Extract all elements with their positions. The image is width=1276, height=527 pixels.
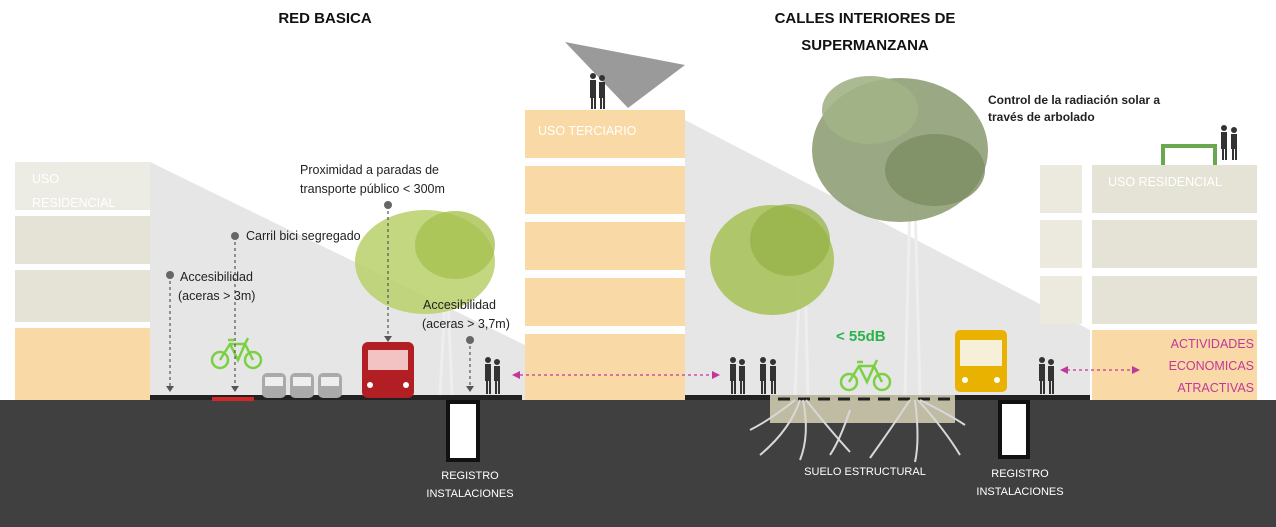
label-suelo-estructural: SUELO ESTRUCTURAL (804, 466, 926, 478)
left-shadow-wedge (150, 162, 525, 400)
label-registro-left-line1: REGISTRO (441, 470, 499, 482)
tree-icon (812, 76, 988, 396)
right-residential-building (1040, 144, 1257, 400)
leader-lines (169, 205, 471, 388)
annotation-solar-line1: Control de la radiación solar a (988, 93, 1161, 107)
noise-level-label: < 55dB (836, 328, 886, 345)
tree-roots (749, 399, 966, 463)
heading-red-basica: RED BASICA (278, 10, 372, 27)
leader-arrowheads (166, 336, 474, 392)
car-icon (290, 373, 314, 398)
tree-icon (710, 204, 834, 396)
bus-icon (362, 342, 414, 398)
utility-duct-left (446, 400, 480, 462)
label-left-use-2: RESIDENCIAL (32, 196, 116, 210)
annotation-proximity-line2: transporte público < 300m (300, 182, 445, 196)
annotation-access2-line2: (aceras > 3,7m) (422, 317, 510, 331)
heading-calles-interiores-line2: SUPERMANZANA (801, 37, 929, 54)
heading-calles-interiores-line1: CALLES INTERIORES DE (774, 10, 956, 27)
pedestrian-icon (730, 357, 776, 394)
pedestrian-icon (1221, 125, 1237, 160)
bike-lane-strip (212, 397, 254, 401)
leader-dots (166, 201, 474, 344)
label-left-use: USO (32, 172, 60, 186)
label-right-use: USO RESIDENCIAL (1108, 175, 1222, 189)
left-residential-building (15, 162, 150, 400)
annotation-solar-line2: través de arbolado (988, 110, 1095, 124)
activities-line1: ACTIVIDADES (1170, 337, 1254, 351)
activities-line2: ECONOMICAS (1168, 359, 1254, 373)
pedestrian-icon (590, 73, 605, 109)
annotation-access1-line1: Accesibilidad (180, 270, 253, 284)
car-icon (262, 373, 286, 398)
connection-arrowheads (512, 366, 1140, 379)
pedestrian-icon (485, 357, 500, 394)
annotation-access1-line2: (aceras > 3m) (178, 289, 256, 303)
label-registro-right-line1: REGISTRO (991, 468, 1049, 480)
bicycle-icon (210, 337, 263, 370)
utility-duct-right (998, 400, 1030, 459)
pedestrian-icon (1039, 357, 1054, 394)
annotation-proximity-line1: Proximidad a paradas de (300, 163, 439, 177)
ground-section (0, 400, 1276, 527)
center-tertiary-building (525, 110, 685, 400)
car-icon (318, 373, 342, 398)
tree-icon (355, 210, 495, 396)
annotation-access2-line1: Accesibilidad (423, 298, 496, 312)
annotation-bike-lane: Carril bici segregado (246, 229, 361, 243)
bus-icon (955, 330, 1007, 392)
label-registro-left-line2: INSTALACIONES (426, 488, 514, 500)
roof-sunshade (565, 42, 685, 108)
connection-arrows (520, 369, 1133, 376)
bicycle-icon (839, 359, 892, 392)
activities-line3: ATRACTIVAS (1177, 381, 1254, 395)
label-center-use: USO TERCIARIO (538, 124, 637, 138)
label-registro-right-line2: INSTALACIONES (976, 486, 1064, 498)
